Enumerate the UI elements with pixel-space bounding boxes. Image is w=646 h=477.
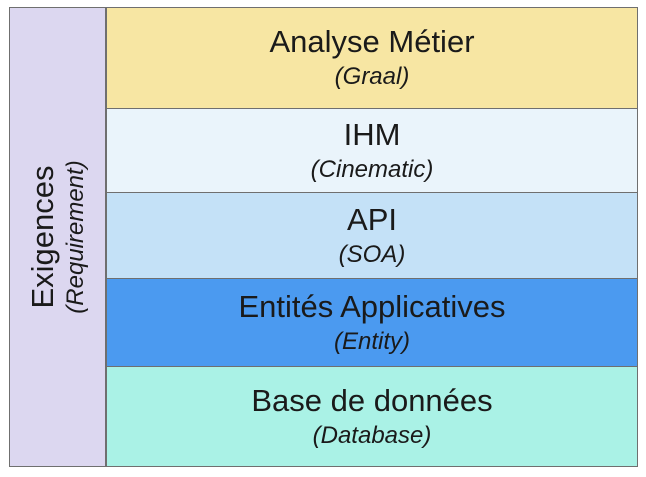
layer-title: IHM <box>343 116 401 152</box>
layer-title: API <box>347 201 397 237</box>
layer-title: Base de données <box>251 382 493 418</box>
layer-ihm: IHM (Cinematic) <box>106 109 638 193</box>
layer-title: Analyse Métier <box>269 24 475 59</box>
layer-subtitle: (Entity) <box>333 327 410 355</box>
layer-subtitle: (SOA) <box>338 240 406 268</box>
requirements-subtitle: (Requirement) <box>61 160 89 314</box>
layer-subtitle: (Graal) <box>334 63 410 90</box>
layer-business-analysis: Analyse Métier (Graal) <box>106 7 638 109</box>
layer-api: API (SOA) <box>106 193 638 279</box>
layer-application-entities: Entités Applicatives (Entity) <box>106 279 638 367</box>
requirements-label: Exigences (Requirement) <box>25 17 91 457</box>
layer-subtitle: (Database) <box>312 421 432 449</box>
requirements-column: Exigences (Requirement) <box>9 7 106 467</box>
layer-database: Base de données (Database) <box>106 367 638 467</box>
layer-stack: Analyse Métier (Graal) IHM (Cinematic) A… <box>106 7 638 467</box>
layer-title: Entités Applicatives <box>238 288 506 324</box>
layer-subtitle: (Cinematic) <box>310 155 434 183</box>
requirements-title: Exigences <box>24 165 60 309</box>
